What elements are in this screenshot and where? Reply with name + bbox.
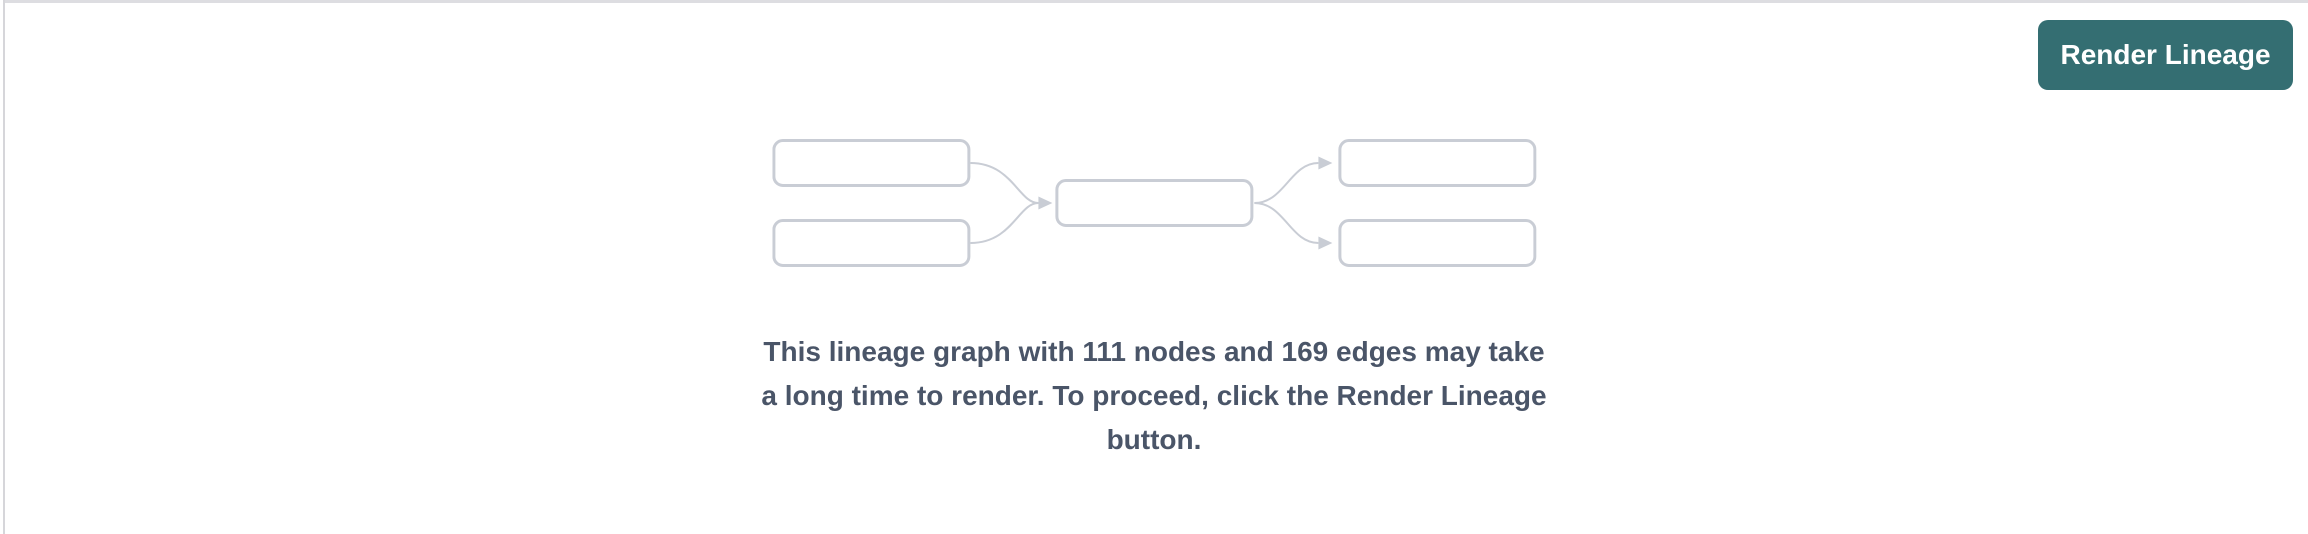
- edge-arrowhead-top-icon: [1318, 156, 1332, 170]
- panel-top-border: [5, 0, 2308, 3]
- diagram-edge-upstream-top: [969, 162, 1039, 204]
- diagram-edge-upstream-bottom: [969, 202, 1039, 244]
- render-lineage-button[interactable]: Render Lineage: [2038, 20, 2293, 90]
- lineage-empty-state: This lineage graph with 111 nodes and 16…: [761, 139, 1547, 462]
- diagram-node-downstream-top: [1338, 139, 1536, 187]
- diagram-node-downstream-bottom: [1338, 219, 1536, 267]
- panel-left-border: [3, 0, 5, 534]
- lineage-preview-diagram: [772, 139, 1536, 267]
- diagram-node-center: [1055, 179, 1253, 227]
- edge-arrowhead-bottom-icon: [1318, 236, 1332, 250]
- edge-arrowhead-center-icon: [1038, 196, 1052, 210]
- diagram-edge-downstream-bottom: [1253, 202, 1319, 244]
- diagram-node-upstream-bottom: [772, 219, 970, 267]
- lineage-warning-message: This lineage graph with 111 nodes and 16…: [761, 336, 1547, 455]
- diagram-node-upstream-top: [772, 139, 970, 187]
- diagram-edge-downstream-top: [1253, 162, 1319, 204]
